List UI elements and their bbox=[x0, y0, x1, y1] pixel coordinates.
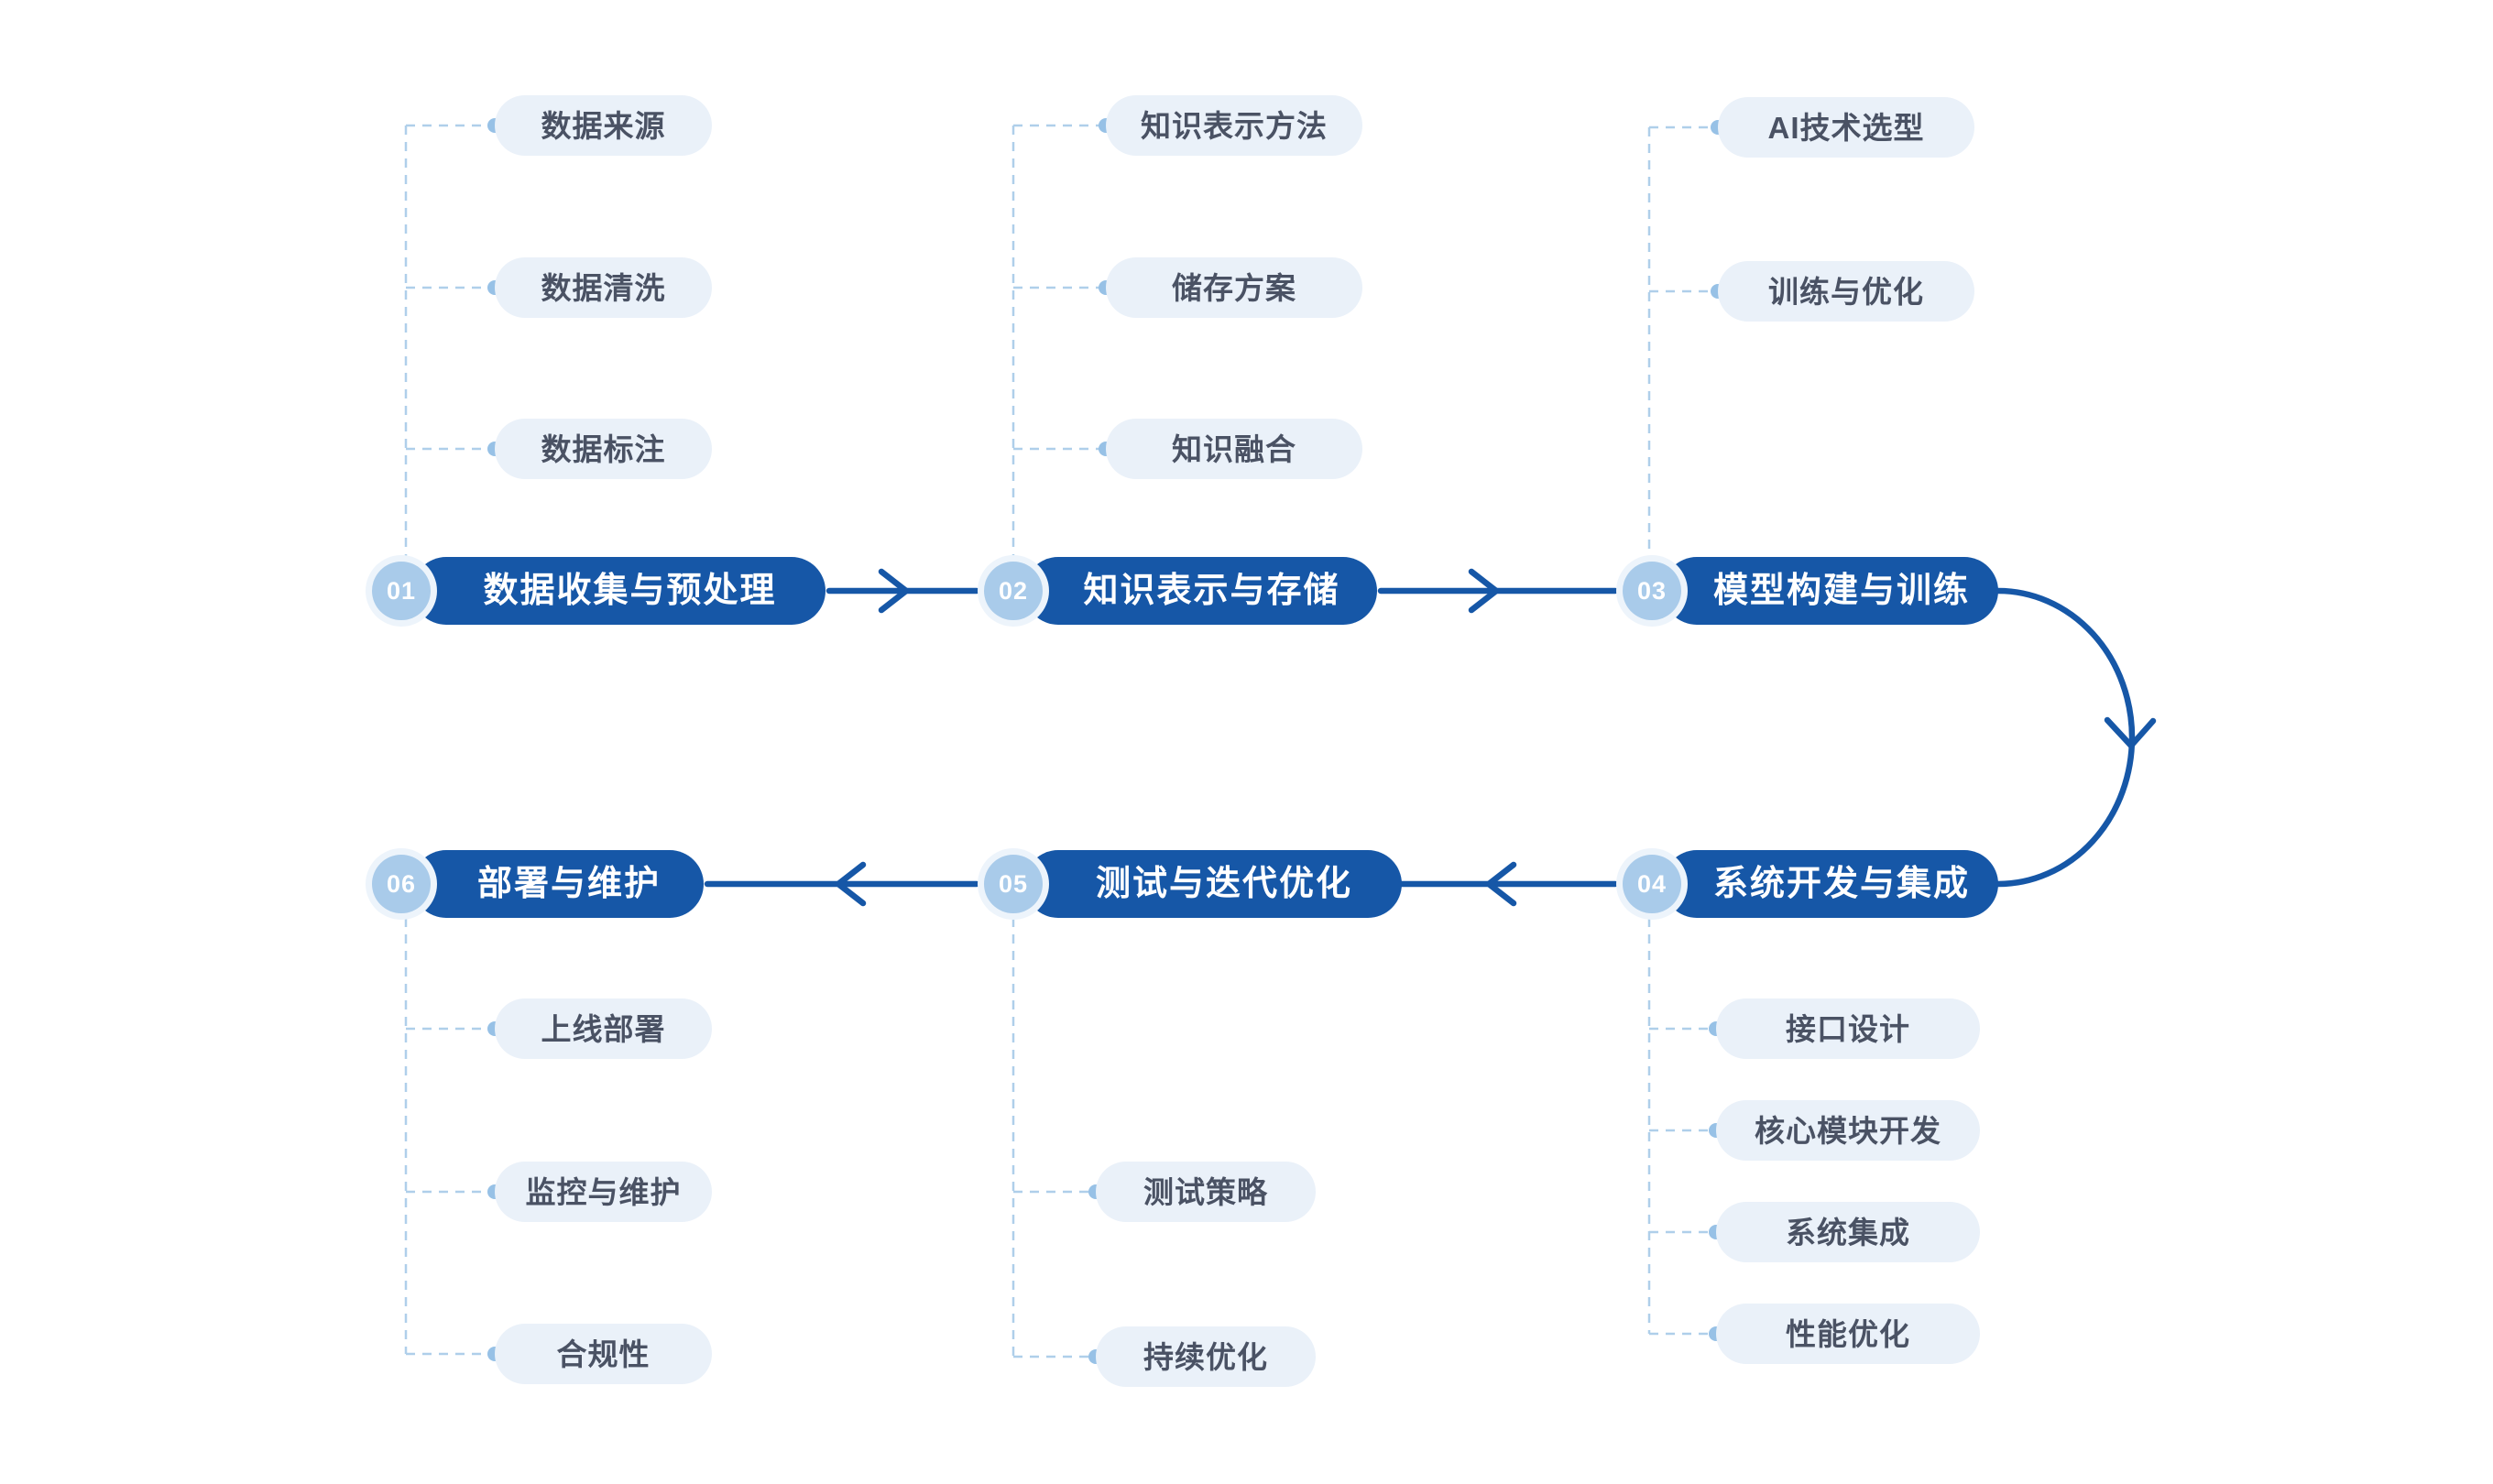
stage-badge-04: 04 bbox=[1616, 848, 1688, 920]
stage-label: 部署与维护 bbox=[476, 865, 661, 903]
stage-number: 05 bbox=[998, 869, 1029, 898]
sub-node-data-cleaning[interactable]: 数据清洗 bbox=[495, 257, 712, 318]
sub-node-monitoring-maintenance[interactable]: 监控与维护 bbox=[495, 1162, 712, 1222]
stage-badge-circle: 03 bbox=[1623, 562, 1681, 620]
sub-label: 知识表示方法 bbox=[1141, 108, 1328, 143]
sub-node-knowledge-representation[interactable]: 知识表示方法 bbox=[1106, 95, 1362, 156]
sub-label: AI技术选型 bbox=[1767, 110, 1925, 145]
sub-label: 监控与维护 bbox=[525, 1174, 682, 1209]
stage-badge-circle: 02 bbox=[984, 562, 1043, 620]
stage-badge-01: 01 bbox=[366, 555, 437, 627]
loop-arc-03-04 bbox=[1995, 587, 2136, 888]
sub-label: 性能优化 bbox=[1786, 1316, 1910, 1351]
sub-label: 合规性 bbox=[556, 1337, 651, 1371]
stage-number: 03 bbox=[1636, 576, 1667, 605]
stage-node-01[interactable]: 数据收集与预处理 bbox=[412, 557, 826, 625]
sub-node-interface-design[interactable]: 接口设计 bbox=[1716, 998, 1980, 1059]
stage-node-03[interactable]: 模型构建与训练 bbox=[1663, 557, 1998, 625]
stage-label: 知识表示与存储 bbox=[1083, 572, 1340, 610]
stage-badge-06: 06 bbox=[366, 848, 437, 920]
sub-node-data-source[interactable]: 数据来源 bbox=[495, 95, 712, 156]
stage-badge-circle: 05 bbox=[984, 855, 1043, 913]
arrowhead-right-02-03 bbox=[1468, 568, 1500, 614]
stage-node-05[interactable]: 测试与迭代优化 bbox=[1024, 850, 1402, 918]
sub-label: 数据来源 bbox=[541, 108, 666, 143]
sub-node-training-optimization[interactable]: 训练与优化 bbox=[1718, 261, 1974, 322]
stage-badge-circle: 01 bbox=[372, 562, 431, 620]
sub-label: 接口设计 bbox=[1786, 1011, 1910, 1046]
stage-number: 06 bbox=[386, 869, 417, 898]
sub-label: 核心模块开发 bbox=[1755, 1113, 1941, 1148]
stage-node-02[interactable]: 知识表示与存储 bbox=[1024, 557, 1377, 625]
sub-label: 储存方案 bbox=[1172, 270, 1296, 305]
stage-number: 04 bbox=[1636, 869, 1667, 898]
stage-label: 模型构建与训练 bbox=[1712, 572, 1970, 610]
sub-node-compliance[interactable]: 合规性 bbox=[495, 1324, 712, 1384]
sub-label: 数据标注 bbox=[541, 431, 666, 466]
sub-node-data-labeling[interactable]: 数据标注 bbox=[495, 419, 712, 479]
sub-label: 知识融合 bbox=[1172, 431, 1296, 466]
sub-label: 持续优化 bbox=[1143, 1339, 1268, 1374]
stage-badge-circle: 04 bbox=[1623, 855, 1681, 913]
arrowhead-down-03-04 bbox=[2104, 716, 2157, 749]
stage-number: 02 bbox=[998, 576, 1029, 605]
arrowhead-left-05-06 bbox=[835, 861, 867, 907]
sub-label: 上线部署 bbox=[541, 1011, 666, 1046]
sub-node-launch-deployment[interactable]: 上线部署 bbox=[495, 998, 712, 1059]
sub-node-knowledge-fusion[interactable]: 知识融合 bbox=[1106, 419, 1362, 479]
stage-badge-05: 05 bbox=[978, 848, 1049, 920]
stage-badge-circle: 06 bbox=[372, 855, 431, 913]
sub-node-continuous-optimization[interactable]: 持续优化 bbox=[1096, 1326, 1316, 1387]
sub-label: 数据清洗 bbox=[541, 270, 666, 305]
stage-badge-02: 02 bbox=[978, 555, 1049, 627]
stage-label: 测试与迭代优化 bbox=[1095, 865, 1352, 903]
stage-label: 系统开发与集成 bbox=[1712, 865, 1970, 903]
sub-node-system-integration[interactable]: 系统集成 bbox=[1716, 1202, 1980, 1262]
sub-node-performance-optimization[interactable]: 性能优化 bbox=[1716, 1304, 1980, 1364]
stage-number: 01 bbox=[386, 576, 417, 605]
sub-label: 训练与优化 bbox=[1768, 274, 1924, 309]
sub-node-testing-strategy[interactable]: 测试策略 bbox=[1096, 1162, 1316, 1222]
sub-label: 测试策略 bbox=[1143, 1174, 1268, 1209]
sub-node-storage-plan[interactable]: 储存方案 bbox=[1106, 257, 1362, 318]
stage-node-06[interactable]: 部署与维护 bbox=[412, 850, 704, 918]
arrowhead-left-04-05 bbox=[1485, 861, 1517, 907]
arrowhead-right-01-02 bbox=[878, 568, 910, 614]
stage-label: 数据收集与预处理 bbox=[483, 572, 777, 610]
stage-node-04[interactable]: 系统开发与集成 bbox=[1663, 850, 1998, 918]
sub-node-core-module-dev[interactable]: 核心模块开发 bbox=[1716, 1100, 1980, 1161]
sub-node-ai-tech-selection[interactable]: AI技术选型 bbox=[1718, 97, 1974, 158]
stage-badge-03: 03 bbox=[1616, 555, 1688, 627]
sub-label: 系统集成 bbox=[1786, 1215, 1910, 1249]
